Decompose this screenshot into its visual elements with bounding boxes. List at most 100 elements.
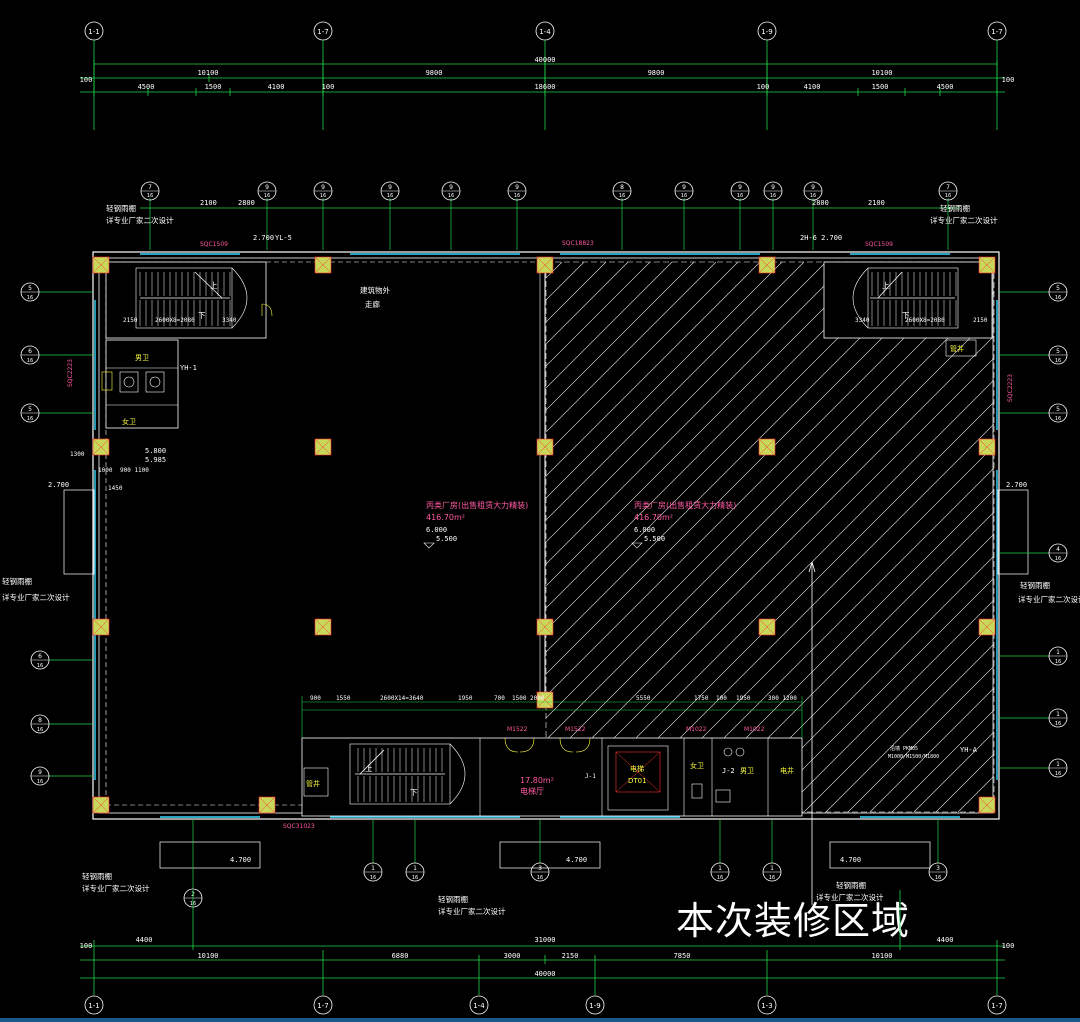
code-m1022-b: M1022	[744, 726, 765, 733]
stair-tr-down: 下	[902, 311, 910, 320]
label-wc-women-b: 女卫	[690, 761, 704, 770]
screen-edge	[0, 1018, 1080, 1022]
svg-text:16: 16	[770, 193, 776, 199]
bubble-num: 1	[718, 865, 722, 872]
side-canopies	[63, 489, 1029, 869]
dim-bottom-3: 3000	[504, 952, 521, 960]
svg-text:9: 9	[449, 184, 453, 191]
axis-label: 1-9	[589, 1002, 600, 1010]
svg-text:16: 16	[619, 193, 625, 199]
column	[536, 438, 554, 456]
room-left-name: 丙类厂房(出售租赁大力精装)	[426, 500, 528, 510]
svg-text:16: 16	[387, 193, 393, 199]
bubble-8-16: 816	[612, 181, 632, 201]
label-5800: 5.800	[145, 447, 166, 455]
room-right-level2: 5.500	[644, 535, 665, 543]
label-4700-b: 4.700	[566, 856, 587, 864]
note-design-tr: 详专业厂家二次设计	[930, 215, 998, 225]
label-wc-men-tl: 男卫	[135, 354, 149, 362]
bubble-sheet: 16	[1055, 771, 1061, 777]
axis-label: 1-4	[473, 1002, 485, 1010]
room-right-name: 丙类厂房(出售租赁大力精装)	[634, 500, 736, 510]
stair-b-down: 下	[410, 788, 418, 797]
note-canopy-tr: 轻钢雨棚	[940, 203, 970, 213]
bubble-9-16-h: 916	[763, 181, 783, 201]
bubble-7-16-b: 716	[938, 181, 958, 201]
dim-core-1200: 300 1200	[768, 695, 797, 702]
stair-tl-down: 下	[198, 311, 206, 320]
note-canopy-tl: 轻钢雨棚	[106, 203, 136, 213]
bubble-num: 8	[38, 717, 42, 724]
dim-2150-tr: 2150	[973, 317, 988, 324]
axis-bubble-bottom-2: 1-7	[313, 995, 333, 1015]
label-5985: 5.985	[145, 456, 166, 464]
dim-core-1750: 1750	[694, 695, 709, 702]
stair-tl-up: 上	[210, 281, 218, 290]
note-canopy-bl: 轻钢雨棚	[82, 871, 112, 881]
dim-2800-right: 2800	[812, 199, 829, 207]
bubble-sheet: 16	[1055, 358, 1061, 364]
dim-bottom-edge-l: 100	[80, 942, 93, 950]
bubble-num: 6	[38, 653, 42, 660]
note-canopy-bm: 轻钢雨棚	[438, 894, 468, 904]
column	[978, 796, 996, 814]
bubble-sheet: 16	[37, 663, 43, 669]
bubble-num: 6	[28, 348, 32, 355]
dim-2800-left: 2800	[238, 199, 255, 207]
bubble-sheet: 16	[935, 875, 941, 881]
svg-text:7: 7	[148, 184, 152, 191]
bubble-9-16-e: 916	[507, 181, 527, 201]
bubble-sheet: 16	[27, 416, 33, 422]
bubble-sheet: 16	[1055, 721, 1061, 727]
detail-bubble: 116	[405, 820, 425, 882]
dim-bottom-4400-l: 4400	[136, 936, 153, 944]
column	[92, 618, 110, 636]
label-shaft-tr: 管井	[950, 344, 964, 353]
bubble-sheet: 16	[769, 875, 775, 881]
detail-bubble: 516	[999, 282, 1068, 302]
bubble-9-16-b: 916	[313, 181, 333, 201]
svg-text:7: 7	[946, 184, 950, 191]
dim-top-r2-3: 4100	[268, 83, 285, 91]
dim-top-r2-1: 4500	[138, 83, 155, 91]
column	[978, 256, 996, 274]
svg-text:9: 9	[515, 184, 519, 191]
label-yha: YH-A	[960, 746, 978, 754]
label-elevator: 电梯	[630, 764, 644, 773]
bubble-9-16-f: 916	[674, 181, 694, 201]
dim-core-100: 100	[716, 695, 727, 702]
detail-bubble: 516	[999, 403, 1068, 423]
label-4700-a: 4.700	[230, 856, 251, 864]
dim-1450: 1450	[108, 485, 123, 492]
column	[92, 256, 110, 274]
detail-bubble: 116	[762, 820, 782, 882]
label-elec-b: 电井	[780, 766, 794, 775]
label-2700-yh5: 2.700	[253, 234, 274, 242]
bubble-sheet: 16	[412, 875, 418, 881]
bubble-sheet: 16	[37, 779, 43, 785]
detail-bubbles-top	[140, 198, 960, 250]
detail-bubble: 416	[999, 543, 1068, 563]
label-2700-l: 2.700	[48, 481, 69, 489]
bubble-9-16-g: 916	[730, 181, 750, 201]
bubble-num: 4	[1056, 546, 1060, 553]
dim-top-4: 10100	[871, 69, 892, 77]
dim-top-2: 9800	[426, 69, 443, 77]
dim-3340-tl: 3340	[222, 317, 237, 324]
label-wc-men-b: 男卫	[740, 767, 754, 775]
code-sqc2223-left: SQC2223	[67, 359, 74, 387]
lift-hall-name: 电梯厅	[520, 786, 544, 796]
dim-2100-left: 2100	[200, 199, 217, 207]
svg-text:16: 16	[320, 193, 326, 199]
label-shaft-b: 管井	[306, 779, 320, 788]
dim-top-edge-left: 100	[80, 76, 93, 84]
dim-top-r2-5: 18600	[534, 83, 555, 91]
bubble-num: 3	[538, 865, 542, 872]
detail-bubble: 616	[20, 345, 93, 365]
lift-hall-area: 17.80m²	[520, 776, 554, 785]
code-m1522-a: M1522	[507, 726, 528, 733]
label-2700-r: 2.700	[1006, 481, 1027, 489]
column	[758, 256, 776, 274]
bubble-sheet: 16	[1055, 659, 1061, 665]
note-corridor: 走廊	[365, 299, 380, 309]
